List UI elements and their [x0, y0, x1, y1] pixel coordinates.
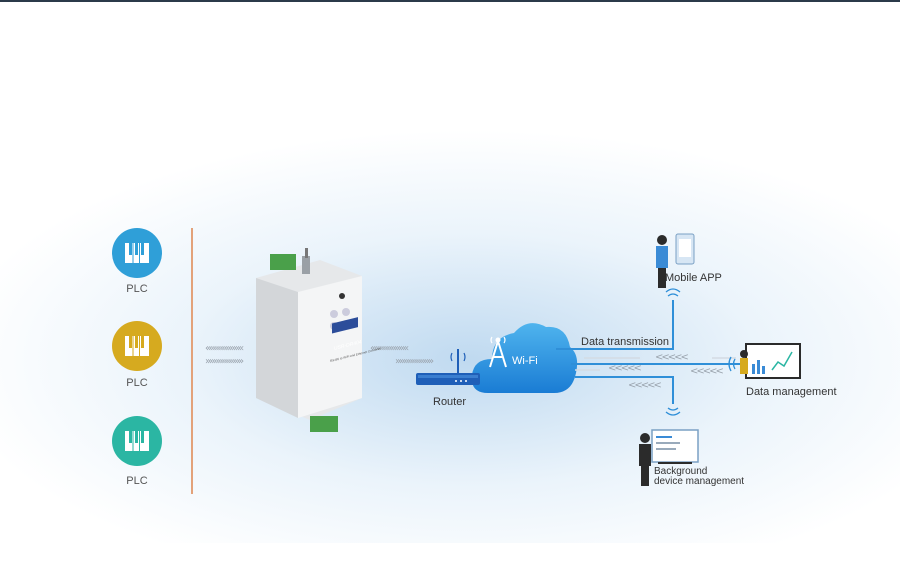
plc-label: PLC [126, 283, 148, 295]
data-management-icon [740, 343, 801, 379]
flow-arrows-data: <<<<< [655, 352, 689, 363]
flow-arrows-in: ««««««««« [370, 343, 409, 354]
flow-arrows-data: <<<<< [608, 363, 642, 374]
data-transmission-label: Data transmission [581, 336, 670, 348]
plc-label: PLC [126, 475, 148, 487]
router-label: Router [433, 396, 467, 408]
flow-arrows-out: »»»»»»»»» [205, 356, 244, 367]
mobile-user-icon [656, 233, 695, 288]
converter-device: USR-DR404 RS485 to WiFi and Ethernet Con… [256, 248, 381, 432]
flow-arrows-data: <<<<< [690, 366, 724, 377]
background-label-line1: Background [654, 466, 708, 477]
wifi-label: Wi-Fi [512, 355, 538, 367]
mobile-app-label: Mobile APP [665, 272, 722, 284]
wifi-cloud [471, 323, 578, 393]
plc-icon [112, 416, 162, 466]
flow-arrows-data: <<<<< [628, 380, 662, 391]
router-icon [416, 349, 480, 385]
bus-line [191, 228, 193, 494]
flow-arrows-out: »»»»»»»»» [395, 356, 434, 367]
background-label-line2: device management [654, 476, 745, 487]
plc-icon [112, 228, 162, 278]
plc-icon [112, 321, 162, 371]
bottom-strip [0, 543, 900, 567]
data-management-label: Data management [746, 386, 837, 398]
background-management-icon [639, 429, 699, 486]
plc-label: PLC [126, 377, 148, 389]
tower-icon [489, 336, 507, 368]
flow-arrows-in: ««««««««« [205, 343, 244, 354]
